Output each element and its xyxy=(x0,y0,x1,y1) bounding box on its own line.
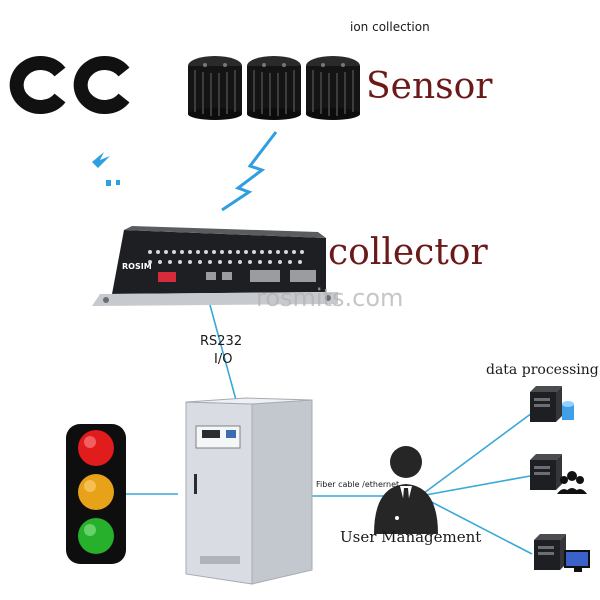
blue-fragments xyxy=(92,152,120,186)
partial-c-glyphs xyxy=(17,63,124,107)
sensor-label: Sensor xyxy=(366,66,493,107)
user-to-users-server-line xyxy=(420,476,530,496)
io-label: I/O xyxy=(214,352,232,367)
connection-lines xyxy=(124,305,532,554)
lightning-bolt-icon xyxy=(222,132,276,210)
fiber-cable-label: Fiber cable /ethernet xyxy=(316,480,399,489)
rs232-label: RS232 xyxy=(200,334,242,349)
watermark: rosmits.com xyxy=(256,284,403,312)
server-users-icon xyxy=(530,454,587,494)
user-to-database-server-line xyxy=(420,413,532,496)
sensor-cylinder-icon xyxy=(188,56,360,120)
traffic-light-icon xyxy=(66,424,126,564)
cabinet-icon xyxy=(186,398,312,584)
data-processing-label: data processing xyxy=(486,362,599,378)
server-monitor-icon xyxy=(534,534,590,572)
header-caption: ion collection xyxy=(350,20,430,34)
user-management-label: User Management xyxy=(340,528,481,546)
server-database-icon xyxy=(530,386,574,422)
device-brand: ROSIM xyxy=(122,262,152,271)
collector-label: collector xyxy=(328,232,488,273)
